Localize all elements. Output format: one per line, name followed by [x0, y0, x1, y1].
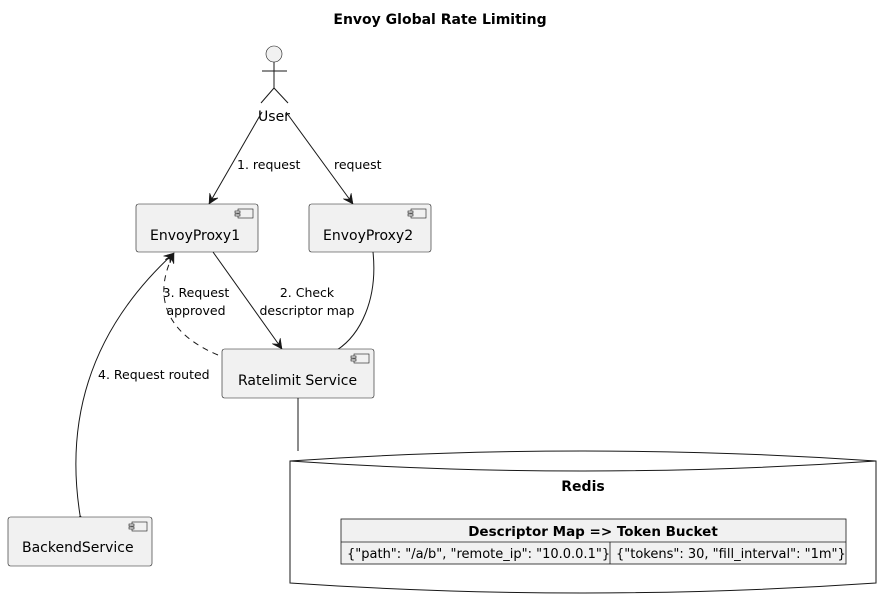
- edge-label-routed: 4. Request routed: [98, 367, 210, 382]
- component-envoyproxy2: EnvoyProxy2: [308, 203, 432, 253]
- database-redis: Redis Descriptor Map => Token Bucket {"p…: [289, 450, 877, 594]
- edge-user-proxy2: [285, 111, 354, 204]
- edge-label-approved-line2: approved: [166, 303, 225, 318]
- table-header: Descriptor Map => Token Bucket: [468, 524, 718, 540]
- ratelimit-label: Ratelimit Service: [238, 373, 357, 389]
- table-cell-token-bucket: {"tokens": 30, "fill_interval": "1m"}: [616, 547, 846, 562]
- actor-head-icon: [265, 45, 283, 63]
- table-cell-descriptor: {"path": "/a/b", "remote_ip": "10.0.0.1"…: [347, 547, 610, 562]
- component-ratelimit-service: Ratelimit Service: [221, 348, 375, 399]
- edge-proxy1-backend: [75, 253, 174, 515]
- component-icon: [350, 353, 370, 364]
- diagram-title: Envoy Global Rate Limiting: [333, 12, 546, 28]
- edge-user-proxy1: [208, 111, 263, 204]
- actor-label: User: [258, 109, 290, 125]
- edge-label-approved-line1: 3. Request: [163, 285, 230, 300]
- envoyproxy1-box: [135, 203, 259, 253]
- backendservice-label: BackendService: [22, 540, 134, 556]
- edge-proxy1-ratelimit: [212, 251, 283, 349]
- user-actor: User: [258, 45, 290, 125]
- actor-left-leg: [260, 87, 275, 104]
- envoyproxy2-label: EnvoyProxy2: [323, 228, 413, 244]
- table-border: [340, 518, 847, 565]
- edge-label-request-1: 1. request: [237, 157, 301, 172]
- edge-label-request-2: request: [334, 157, 382, 172]
- edge-label-check-line2: descriptor map: [260, 303, 355, 318]
- actor-right-leg: [273, 87, 289, 104]
- descriptor-table: Descriptor Map => Token Bucket {"path": …: [340, 518, 847, 565]
- component-icon: [234, 208, 254, 219]
- edge-proxy2-ratelimit: [336, 251, 375, 351]
- backendservice-box: [7, 516, 153, 567]
- redis-cylinder-rim: [289, 460, 877, 472]
- component-backendservice: BackendService: [7, 516, 153, 567]
- redis-label: Redis: [561, 479, 604, 495]
- edge-label-check-line1: 2. Check: [280, 285, 335, 300]
- component-icon: [128, 521, 148, 532]
- component-envoyproxy1: EnvoyProxy1: [135, 203, 259, 253]
- component-icon: [407, 208, 427, 219]
- envoyproxy2-box: [308, 203, 432, 253]
- envoyproxy1-label: EnvoyProxy1: [150, 228, 240, 244]
